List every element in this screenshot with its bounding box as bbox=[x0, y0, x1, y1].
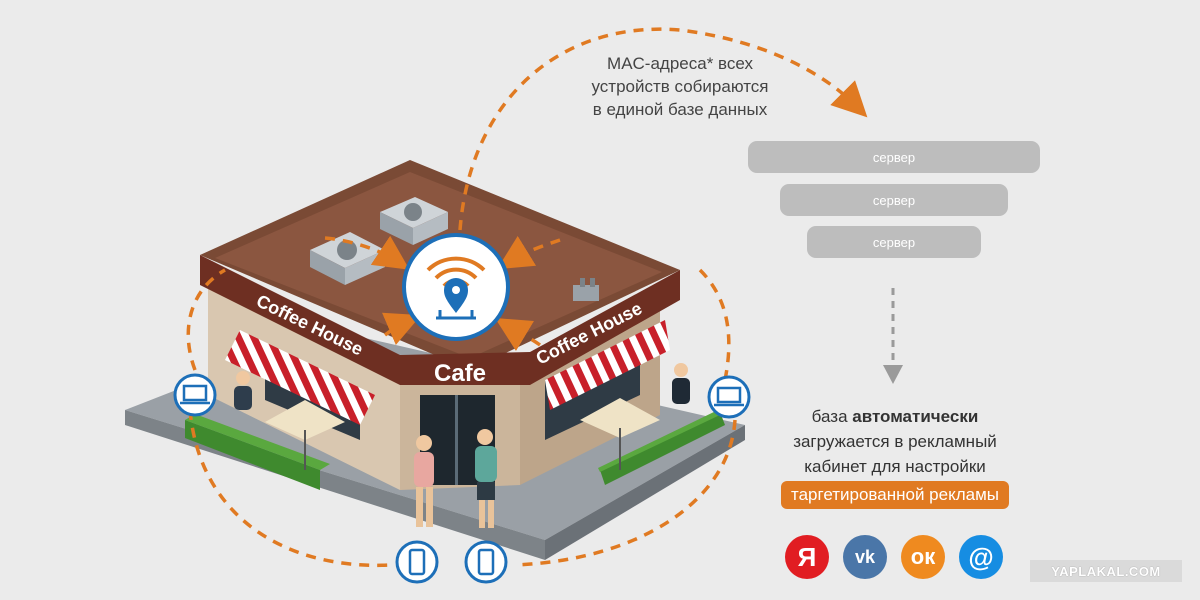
caption-line: в единой базе данных bbox=[592, 100, 768, 119]
database-description: база автоматически загружается в рекламн… bbox=[740, 404, 1050, 509]
server-bar: сервер bbox=[748, 141, 1040, 173]
mail-icon: @ bbox=[959, 535, 1003, 579]
db-line-1: база автоматически bbox=[740, 404, 1050, 429]
db-word-bold: автоматически bbox=[852, 407, 979, 426]
server-bar: сервер bbox=[780, 184, 1008, 216]
db-line-2: загружается в рекламный bbox=[793, 432, 997, 451]
laptop-icon bbox=[707, 375, 751, 419]
people bbox=[234, 363, 690, 528]
smartphone-icon bbox=[395, 540, 439, 584]
download-arrow bbox=[883, 288, 903, 384]
vk-icon: vk bbox=[843, 535, 887, 579]
db-line-3: кабинет для настройки bbox=[804, 457, 986, 476]
watermark: YAPLAKAL.COM bbox=[1030, 560, 1182, 582]
awnings bbox=[225, 320, 670, 425]
data-flow-arrows bbox=[186, 27, 868, 568]
caption-line: устройств собираются bbox=[591, 77, 769, 96]
wifi-router-icon bbox=[402, 233, 510, 341]
laptop-icon bbox=[173, 373, 217, 417]
umbrellas bbox=[265, 398, 660, 470]
odnoklassniki-icon: ок bbox=[901, 535, 945, 579]
hedges bbox=[185, 410, 725, 490]
sign-center: Cafe bbox=[434, 360, 486, 387]
server-bar: сервер bbox=[807, 226, 981, 258]
smartphone-icon bbox=[464, 540, 508, 584]
db-word: база bbox=[811, 407, 848, 426]
yandex-icon: Я bbox=[785, 535, 829, 579]
caption-line: MAC-адреса* всех bbox=[607, 54, 753, 73]
targeted-ads-highlight: таргетированной рекламы bbox=[781, 481, 1009, 509]
mac-address-caption: MAC-адреса* всех устройств собираются в … bbox=[540, 52, 820, 121]
